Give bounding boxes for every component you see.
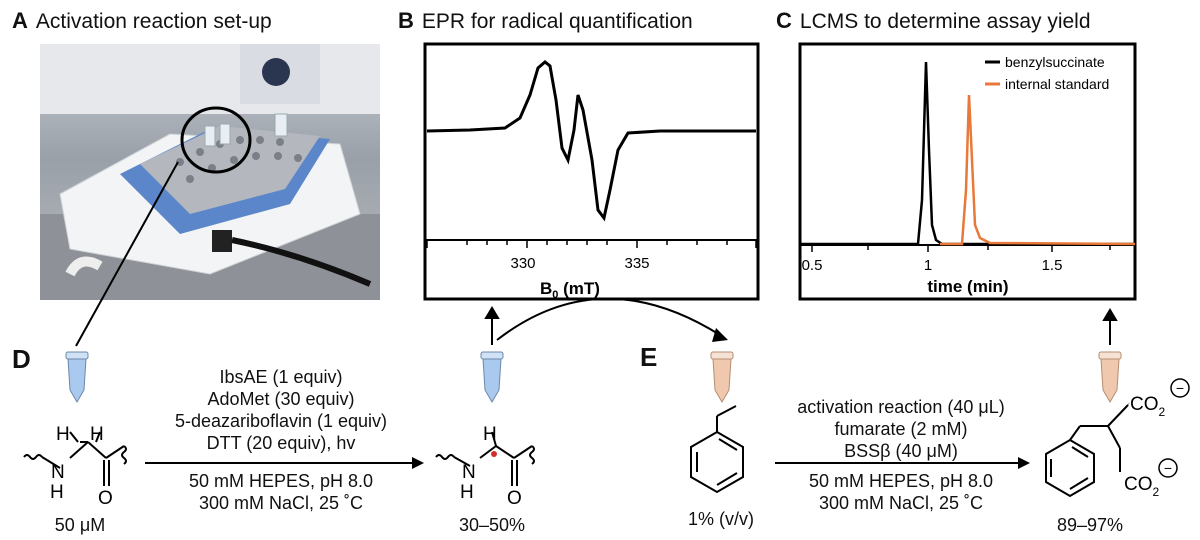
epr-tick-330: 330 <box>510 255 535 272</box>
salt-temp-d: 300 mM NaCl, 25 ˚C <box>198 493 364 513</box>
reaction-d-reagents: IbsAE (1 equiv) AdoMet (30 equiv) 5-deaz… <box>150 366 412 454</box>
legend-label-benzylsuccinate: benzylsuccinate <box>1005 54 1105 70</box>
charge-bottom: − <box>1164 460 1172 476</box>
panel-a-title: A Activation reaction set-up <box>12 8 272 34</box>
salt-temp-e: 300 mM NaCl, 25 ˚C <box>818 493 984 513</box>
epr-up-arrow <box>484 306 500 345</box>
curved-transfer-arrow <box>496 297 728 342</box>
buffer-hepes-e: 50 mM HEPES, pH 8.0 <box>808 471 994 491</box>
callout-line <box>75 161 179 347</box>
charge-top: − <box>1176 380 1184 396</box>
legend-label-internal-standard: internal standard <box>1005 76 1109 92</box>
co2-top-text: CO <box>1130 394 1159 415</box>
radical-dot <box>491 451 497 457</box>
glycine-start-h1: H <box>56 424 70 445</box>
reagent-dtt: DTT (20 equiv), hv <box>206 433 356 453</box>
tube-icon-e-product <box>1098 351 1122 403</box>
reagent-activation: activation reaction (40 μL) <box>797 397 1005 417</box>
panel-b-title: B EPR for radical quantification <box>398 8 693 34</box>
reaction-d-conditions: 50 mM HEPES, pH 8.0 300 mM NaCl, 25 ˚C <box>150 470 412 514</box>
epr-frame <box>423 42 760 301</box>
lcms-trace-benzylsuccinate <box>800 61 1135 246</box>
epr-tick-335: 335 <box>624 255 649 272</box>
panel-d-label: D <box>12 344 39 375</box>
toluene-structure <box>690 405 744 494</box>
reaction-arrow-d <box>145 457 424 469</box>
reaction-e-conditions: 50 mM HEPES, pH 8.0 300 mM NaCl, 25 ˚C <box>770 470 1032 514</box>
wedge-bond <box>1108 402 1130 426</box>
toluene-amount: 1% (v/v) <box>687 509 754 529</box>
co2-top: CO2 <box>1130 394 1166 419</box>
lcms-ticks <box>811 245 1111 252</box>
panel-e-label: E <box>640 342 665 373</box>
glycine-start-o: O <box>98 488 113 509</box>
epr-ticks <box>426 240 757 248</box>
buffer-hepes-d: 50 mM HEPES, pH 8.0 <box>188 471 374 491</box>
lcms-tick-0: 0.5 <box>802 257 823 274</box>
panel-c-title: C LCMS to determine assay yield <box>776 8 1091 34</box>
photo-illustration <box>40 44 380 300</box>
tube-icon-d-start <box>65 351 89 403</box>
epr-spectrum <box>426 60 756 222</box>
panel-b-text: EPR for radical quantification <box>421 10 693 33</box>
glycine-structure-start <box>23 431 127 486</box>
glycine-start-h2: H <box>90 424 104 445</box>
reagent-bss: BSSβ (40 μM) <box>844 441 958 461</box>
panel-b-letter: B <box>398 8 414 33</box>
radical-yield: 30–50% <box>458 515 526 535</box>
co2-bottom-text: CO <box>1124 474 1153 495</box>
lcms-up-arrow <box>1102 308 1118 345</box>
epr-x-label-unit: (mT) <box>558 279 600 298</box>
glycyl-nh: H <box>460 482 474 503</box>
reagent-fumarate: fumarate (2 mM) <box>834 419 968 439</box>
glycyl-n: N <box>462 462 476 483</box>
glycine-start-nh: H <box>50 482 64 503</box>
lcms-frame <box>798 42 1137 301</box>
charge-circle-bottom <box>1158 458 1178 478</box>
charge-circle-top <box>1170 378 1190 398</box>
reaction-e-reagents: activation reaction (40 μL) fumarate (2 … <box>770 396 1032 462</box>
epr-x-label-sub: 0 <box>552 289 558 301</box>
co2-bottom: CO2 <box>1124 474 1160 499</box>
lcms-tick-1: 1 <box>924 257 932 274</box>
glycyl-h: H <box>483 424 497 445</box>
epr-x-label: B0 (mT) <box>540 279 600 301</box>
reagent-deazariboflavin: 5-deazariboflavin (1 equiv) <box>174 411 388 431</box>
lcms-x-label: time (min) <box>927 277 1008 296</box>
panel-c-text: LCMS to determine assay yield <box>799 10 1091 33</box>
glycine-start-n: N <box>51 462 65 483</box>
panel-d-letter: D <box>12 344 31 374</box>
epr-x-label-main: B <box>540 279 552 298</box>
panel-e-letter: E <box>640 342 658 372</box>
reagent-ibsae: IbsAE (1 equiv) <box>219 367 343 387</box>
reagent-adomet: AdoMet (30 equiv) <box>207 389 355 409</box>
lcms-trace-internal-standard <box>940 94 1136 246</box>
product-yield: 89–97% <box>1056 515 1124 535</box>
tube-icon-d-product <box>480 351 504 403</box>
start-concentration: 50 μM <box>54 515 106 535</box>
co2-top-sub: 2 <box>1159 405 1166 419</box>
reaction-setup-photo <box>40 44 380 300</box>
glycyl-o: O <box>507 488 522 509</box>
panel-c-letter: C <box>776 8 792 33</box>
tube-icon-e-start <box>710 351 734 403</box>
reaction-arrow-e <box>775 457 1030 469</box>
panel-a-text: Activation reaction set-up <box>35 10 272 33</box>
panel-a-letter: A <box>12 8 28 33</box>
glycyl-radical-structure <box>435 431 535 486</box>
lcms-tick-2: 1.5 <box>1042 257 1063 274</box>
co2-bottom-sub: 2 <box>1153 485 1160 499</box>
benzylsuccinate-structure <box>1045 404 1129 498</box>
